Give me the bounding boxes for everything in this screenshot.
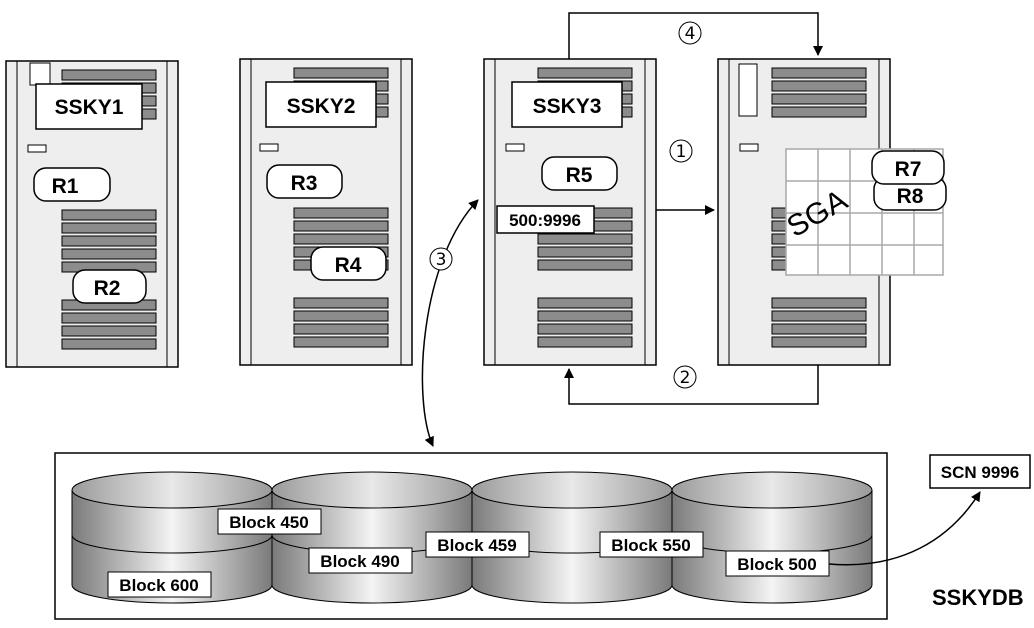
- scn-box: [929, 454, 1031, 489]
- region-r7: R7: [895, 158, 922, 181]
- step-3-label: 3: [436, 250, 447, 270]
- region-r3: R3: [291, 172, 318, 195]
- arrow-step-3: [421, 199, 479, 447]
- block-459-box: [425, 531, 530, 558]
- step-1-label: 1: [676, 142, 687, 162]
- server-name-ssky2: SSKY2: [287, 95, 356, 118]
- server-ssky1: SSKY1 R1 R2: [5, 60, 179, 368]
- step-4-label: 4: [685, 24, 696, 44]
- block-550: Block 550: [611, 536, 690, 555]
- server-name-box: [511, 81, 623, 128]
- region-r3-box: [266, 164, 343, 199]
- region-r4-box: [310, 246, 387, 281]
- block-450: Block 450: [229, 513, 308, 532]
- block-490-box: [308, 547, 413, 574]
- block-490: Block 490: [320, 552, 399, 571]
- block-450-box: [217, 508, 322, 535]
- block-500: Block 500: [737, 555, 816, 574]
- database-name: SSKYDB: [932, 585, 1024, 610]
- block-600: Block 600: [119, 576, 198, 595]
- region-r7-box: [871, 150, 945, 185]
- block-550-box: [599, 531, 704, 558]
- region-r1-box: [33, 167, 111, 202]
- disk-3: [471, 471, 673, 604]
- region-r2: R2: [94, 277, 121, 300]
- region-r4: R4: [335, 254, 362, 277]
- arrow-step-4: [568, 12, 823, 59]
- server-name-ssky1: SSKY1: [55, 96, 124, 119]
- server-ssky3: SSKY3 R5 500:9996: [483, 58, 657, 366]
- sga-grid: [785, 148, 944, 276]
- block-600-box: [107, 571, 212, 598]
- server-name-ssky3: SSKY3: [533, 95, 602, 118]
- step-3-marker: [429, 247, 453, 271]
- buffer-label: 500:9996: [509, 211, 581, 230]
- region-r5: R5: [566, 164, 593, 187]
- server-ssky2: SSKY2 R3 R4: [239, 58, 413, 366]
- disk-2: [271, 471, 473, 604]
- block-459: Block 459: [437, 536, 516, 555]
- step-2-marker: [673, 365, 697, 389]
- arrow-step-2: [564, 365, 819, 405]
- scn-label: SCN 9996: [941, 463, 1019, 482]
- server-name-box: [35, 83, 143, 130]
- buffer-label-box: [496, 205, 595, 234]
- step-2-label: 2: [680, 368, 691, 388]
- region-r5-box: [541, 156, 618, 191]
- block-500-box: [725, 550, 830, 577]
- region-r2-box: [72, 269, 147, 304]
- step-1-marker: [669, 139, 693, 163]
- server-name-box: [265, 81, 377, 128]
- region-r8: R8: [897, 185, 924, 208]
- region-r1: R1: [52, 175, 79, 198]
- step-4-marker: [678, 21, 702, 45]
- arrow-scn: [828, 491, 981, 566]
